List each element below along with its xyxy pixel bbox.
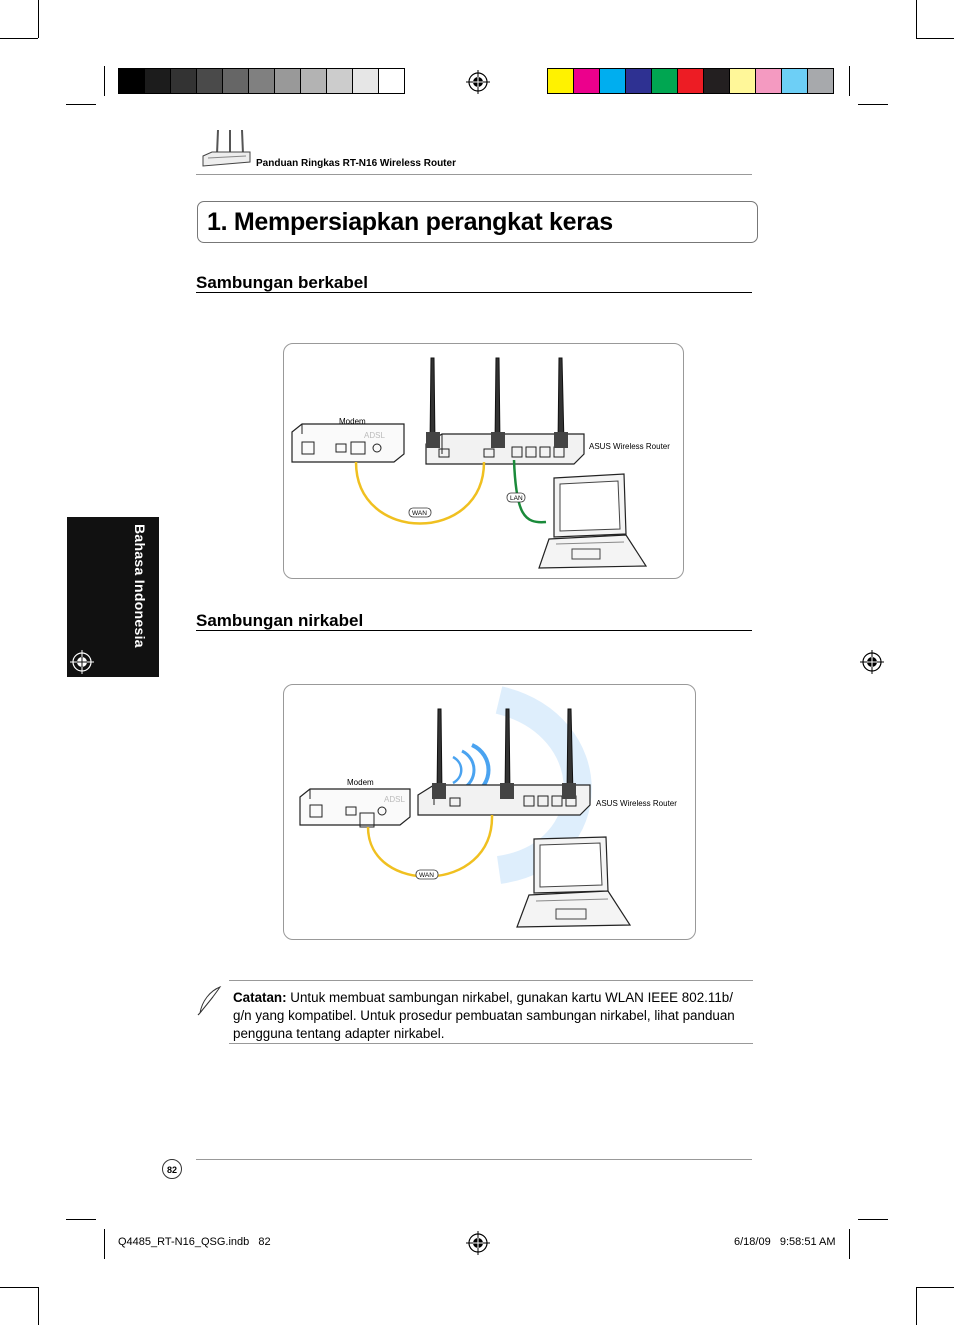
color-swatch [352,68,379,94]
color-swatch [781,68,808,94]
router-icon [425,357,585,465]
wireless-section-rule [196,630,752,631]
router-thumbnail-icon [202,129,251,167]
wan-label: WAN [419,872,434,879]
wireless-diagram-svg: Modem ADSL ASUS Wireless Router WAN [299,686,677,928]
laptop-icon [538,473,648,569]
lan-cable [512,459,547,524]
registration-mark-bottom-icon [466,1231,490,1255]
registration-mark-tab-icon [70,650,94,674]
color-swatch [378,68,405,94]
footer-file-info: Q4485_RT-N16_QSG.indb 82 [118,1236,271,1248]
note-text-block: Catatan: Untuk membuat sambungan nirkabe… [233,989,745,1043]
color-swatch [118,68,145,94]
wireless-section-heading: Sambungan nirkabel [196,611,364,630]
note-top-rule [229,980,753,981]
modem-brand-label: ADSL [384,795,405,804]
color-swatch [807,68,834,94]
color-swatch [729,68,756,94]
page-title-box: 1. Mempersiapkan perangkat keras [197,201,758,243]
color-swatch [248,68,275,94]
color-swatch [651,68,678,94]
color-swatch [144,68,171,94]
lan-label: LAN [510,495,523,502]
color-swatch [677,68,704,94]
modem-label: Modem [347,778,374,787]
color-swatch [599,68,626,94]
color-swatch [625,68,652,94]
laptop-icon [516,836,632,928]
router-label: ASUS Wireless Router [589,442,670,451]
modem-label: Modem [339,417,366,426]
modem-icon [299,788,411,828]
router-label: ASUS Wireless Router [596,799,677,808]
wired-section-heading: Sambungan berkabel [196,273,368,292]
page-number: 82 [166,1165,177,1175]
color-swatch [196,68,223,94]
registration-mark-top-icon [466,70,490,94]
wired-section-rule [196,292,752,293]
modem-brand-label: ADSL [364,431,385,440]
page-number-badge: 82 [162,1159,182,1179]
wired-diagram-svg: Modem ADSL ASUS Wireless Router WAN LAN [291,357,670,569]
color-swatch [170,68,197,94]
footer-rule [196,1159,752,1160]
note-label: Catatan: [233,990,287,1005]
feather-pen-icon [197,985,222,1016]
registration-mark-right-icon [860,650,884,674]
color-swatch [274,68,301,94]
color-swatch [573,68,600,94]
language-side-label: Bahasa Indonesia [132,524,148,648]
guide-title: Panduan Ringkas RT-N16 Wireless Router [256,158,456,169]
color-swatch [703,68,730,94]
header-rule [196,174,752,175]
wan-label: WAN [412,510,427,517]
color-swatch [547,68,574,94]
wired-diagram: Modem ADSL ASUS Wireless Router WAN LAN [283,343,684,579]
router-icon [417,708,591,816]
wan-cable [354,461,486,525]
color-swatch [326,68,353,94]
modem-icon [291,423,405,463]
wireless-diagram: Modem ADSL ASUS Wireless Router WAN [283,684,696,940]
note-body: Untuk membuat sambungan nirkabel, gunaka… [233,990,735,1041]
note-bottom-rule [229,1043,753,1044]
color-swatch [222,68,249,94]
color-swatch [300,68,327,94]
color-swatch [755,68,782,94]
page-title: 1. Mempersiapkan perangkat keras [207,208,613,236]
footer-timestamp: 6/18/09 9:58:51 AM [734,1236,836,1248]
